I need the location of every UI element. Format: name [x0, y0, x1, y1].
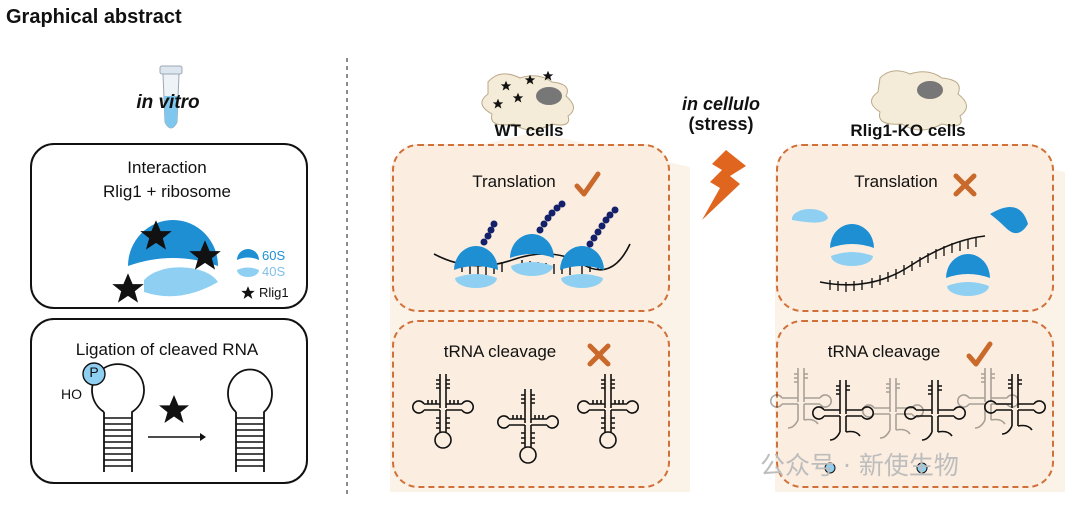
stress-lightning-icon — [702, 150, 746, 220]
reaction-arrow-icon — [148, 433, 206, 441]
ko-cleavage-check-icon — [966, 342, 994, 366]
ligation-box — [30, 318, 308, 484]
column-divider — [346, 58, 348, 498]
phosphate-label: P — [89, 364, 99, 380]
ko-free-subunits — [791, 206, 1028, 296]
ko-cleavage-label: tRNA cleavage — [827, 342, 941, 361]
in-vitro-label: in vitro — [136, 92, 200, 113]
wt-cleavage-cross-icon — [586, 342, 612, 368]
interaction-title: Interaction — [127, 158, 207, 177]
ligated-rna-hairpin — [227, 368, 273, 472]
wt-cleavage-label: tRNA cleavage — [443, 342, 557, 361]
ligation-title: Ligation of cleaved RNA — [75, 340, 259, 359]
hydroxyl-label: HO — [61, 386, 82, 402]
wt-translation-label: Translation — [472, 172, 556, 191]
in-cellulo-label: in cellulo — [681, 94, 761, 114]
wt-translation-box — [392, 144, 670, 312]
wt-polysome — [433, 200, 631, 288]
legend-40s-label: 40S — [262, 264, 286, 279]
ko-translation-label: Translation — [854, 172, 938, 191]
wt-intact-trnas — [412, 373, 639, 464]
watermark: 公众号 · 新使生物 — [760, 451, 959, 480]
rlig1-star-icon — [159, 395, 189, 423]
legend-60s-label: 60S — [262, 248, 286, 263]
ko-cleaved-trnas — [770, 367, 1046, 474]
wt-cells-label: WT cells — [494, 121, 564, 140]
legend-rlig1-star-icon — [241, 286, 255, 299]
ko-cells-label: Rlig1-KO cells — [850, 121, 966, 140]
page-title: Graphical abstract — [6, 6, 182, 28]
tube-icon — [159, 65, 183, 129]
legend-60s-icon — [237, 249, 259, 260]
legend-rlig1-label: Rlig1 — [259, 285, 289, 300]
interaction-subtitle: Rlig1 + ribosome — [102, 182, 232, 201]
ko-translation-cross-icon — [952, 172, 978, 198]
ribosome-rlig1-complex — [112, 220, 221, 303]
wt-translation-check-icon — [574, 172, 602, 196]
legend-40s-icon — [237, 267, 259, 277]
stress-label: (stress) — [688, 114, 754, 134]
cleaved-rna-hairpin — [82, 362, 145, 472]
